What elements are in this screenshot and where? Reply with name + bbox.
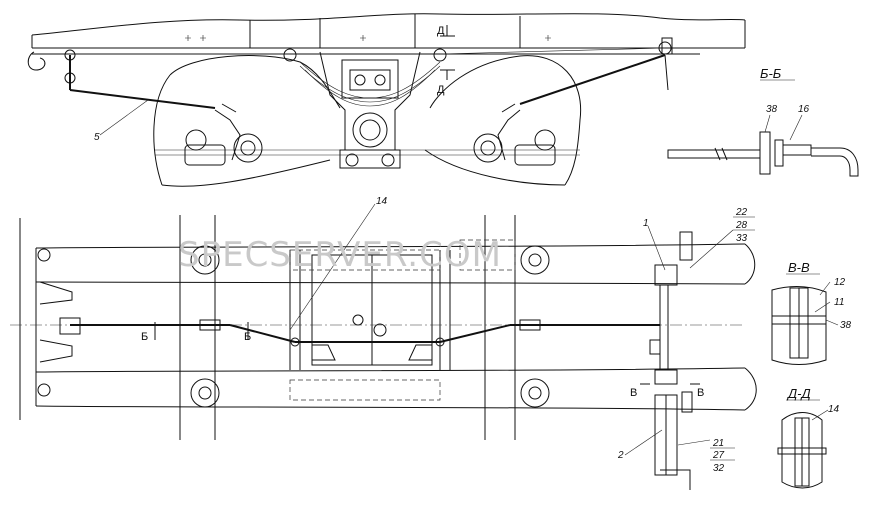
callout-14-dd: 14 bbox=[828, 404, 840, 415]
callout-16: 16 bbox=[798, 104, 810, 115]
callout-38-bb: 38 bbox=[766, 104, 778, 115]
section-mark-d-top: Д bbox=[437, 25, 445, 37]
section-mark-v-left: В bbox=[630, 387, 637, 399]
section-title-vv: В-В bbox=[788, 260, 810, 275]
callout-14-plan: 14 bbox=[376, 196, 388, 207]
watermark: SPECSERVER.COM bbox=[178, 235, 502, 275]
callout-5: 5 bbox=[94, 132, 100, 143]
section-title-dd: Д-Д bbox=[786, 386, 811, 401]
callout-22: 22 bbox=[735, 207, 748, 218]
callout-12: 12 bbox=[834, 277, 846, 288]
callout-27: 27 bbox=[712, 450, 725, 461]
section-v-v: В-В 12 11 38 bbox=[771, 260, 852, 365]
callout-21: 21 bbox=[712, 438, 724, 449]
callout-28: 28 bbox=[735, 220, 748, 231]
section-mark-v-right: В bbox=[697, 387, 704, 399]
section-b-b: Б-Б 38 16 bbox=[667, 66, 859, 177]
plan-view: Б Б В В 14 1 22 28 33 2 21 27 32 bbox=[10, 196, 757, 490]
side-elevation: Д Д 5 bbox=[27, 13, 746, 187]
section-mark-d-bottom: Д bbox=[437, 84, 445, 96]
callout-1: 1 bbox=[643, 218, 649, 229]
section-mark-b-right: Б bbox=[244, 331, 251, 343]
section-title-bb: Б-Б bbox=[760, 66, 782, 81]
callout-38-vv: 38 bbox=[840, 320, 852, 331]
callout-32: 32 bbox=[713, 463, 725, 474]
callout-2: 2 bbox=[617, 450, 624, 461]
callout-11: 11 bbox=[834, 297, 844, 308]
callout-33: 33 bbox=[736, 233, 748, 244]
section-mark-b-left: Б bbox=[141, 331, 148, 343]
section-d-d: Д-Д 14 bbox=[777, 386, 840, 489]
